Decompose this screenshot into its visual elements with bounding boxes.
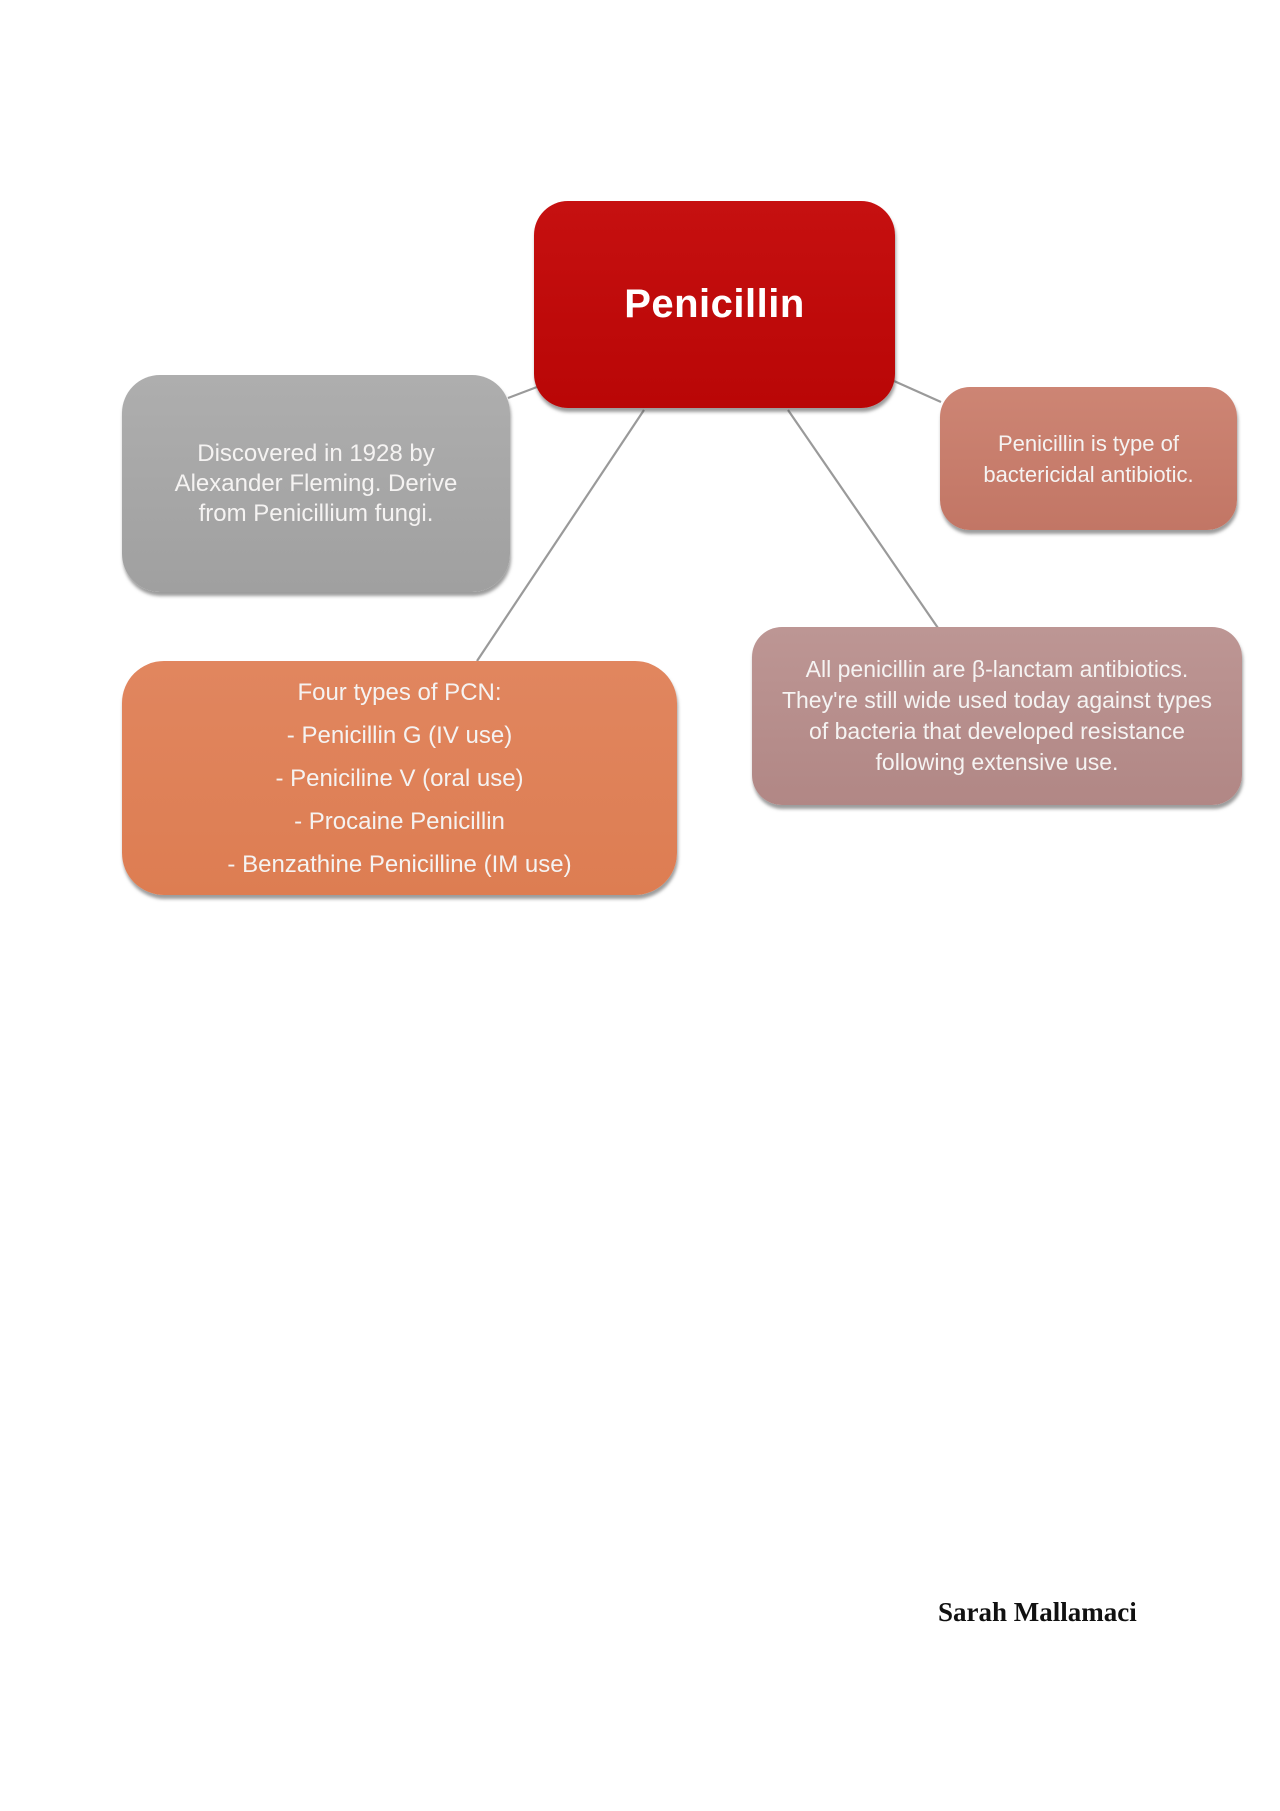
four-types-item: - Procaine Penicillin: [294, 807, 505, 835]
connector-center-beta-lactam: [787, 409, 939, 629]
connector-center-four-types: [476, 409, 645, 662]
connector-center-antibiotic-type: [893, 379, 942, 404]
node-four-types: Four types of PCN: - Penicillin G (IV us…: [122, 661, 677, 895]
node-beta-lactam: All penicillin are β-lanctam antibiotics…: [752, 627, 1242, 805]
node-penicillin-title: Penicillin: [534, 201, 895, 408]
node-discovery: Discovered in 1928 by Alexander Fleming.…: [122, 375, 510, 592]
four-types-item: - Benzathine Penicilline (IM use): [227, 850, 572, 878]
connector-center-discovery: [507, 385, 538, 400]
four-types-item: - Penicillin G (IV use): [286, 721, 513, 749]
author-signature: Sarah Mallamaci: [938, 1597, 1137, 1627]
antibiotic-type-text: Penicillin is type of bactericidal antib…: [983, 430, 1194, 487]
four-types-title: Four types of PCN:: [297, 678, 502, 706]
beta-lactam-text: All penicillin are β-lanctam antibiotics…: [781, 656, 1213, 775]
four-types-item: - Peniciline V (oral use): [275, 764, 524, 792]
discovery-text: Discovered in 1928 by Alexander Fleming.…: [174, 439, 458, 527]
node-antibiotic-type: Penicillin is type of bactericidal antib…: [940, 387, 1237, 530]
penicillin-title-label: Penicillin: [624, 282, 805, 326]
